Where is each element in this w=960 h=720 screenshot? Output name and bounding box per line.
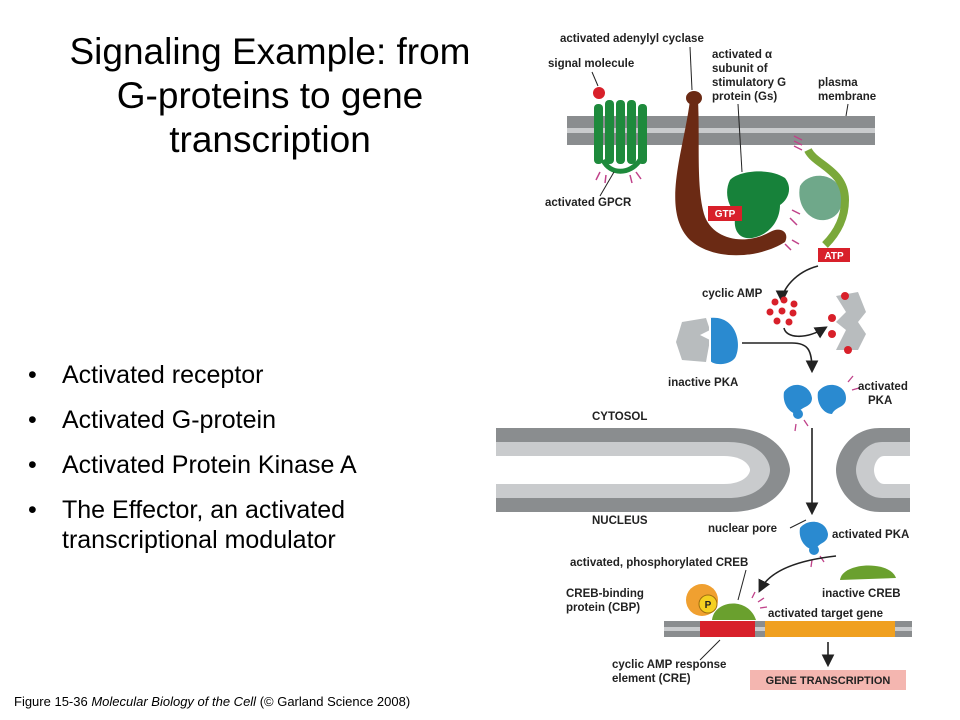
- plasma-membrane-label-1: plasma: [818, 77, 858, 89]
- activated-gpcr-label: activated GPCR: [545, 197, 632, 209]
- title-line: transcription: [169, 119, 371, 160]
- phosphorylated-creb: [712, 603, 756, 620]
- gpcr-activation-marks: [595, 171, 642, 184]
- cre-element: [700, 621, 755, 637]
- atp-tag: [818, 248, 850, 262]
- gtp-tag: [708, 206, 742, 221]
- title-line: G-proteins to gene: [116, 75, 424, 116]
- bullet-dot: •: [28, 451, 37, 479]
- gs-label-1: activated α: [712, 49, 772, 61]
- bullet-text: Activated G-protein: [62, 406, 276, 434]
- pka-regulatory-with-camp: [828, 292, 866, 354]
- gs-label-3: stimulatory G: [712, 77, 786, 89]
- phosphorylated-creb-label: activated, phosphorylated CREB: [570, 557, 748, 569]
- camp-molecules: [766, 296, 798, 326]
- caption-book: Molecular Biology of the Cell: [91, 694, 257, 709]
- cbp-label-1: CREB-binding: [566, 588, 644, 600]
- dna-strand: [664, 621, 912, 637]
- activated-pka-nucleus: [799, 521, 828, 555]
- gs-label-2: subunit of: [712, 63, 768, 75]
- cre-label-1: cyclic AMP response: [612, 659, 726, 671]
- caption-prefix: Figure 15-36: [14, 694, 92, 709]
- adenylyl-cyclase: [675, 100, 787, 256]
- activated-target-gene-label: activated target gene: [768, 608, 883, 620]
- bullet-text: Activated Protein Kinase A: [62, 451, 357, 479]
- beta-gamma-subunit: [799, 175, 843, 221]
- gpcr-receptor: [593, 87, 647, 174]
- figure-caption: Figure 15-36 Molecular Biology of the Ce…: [14, 694, 410, 709]
- bullet-item: • Activated Protein Kinase A: [28, 450, 462, 480]
- caption-suffix: (© Garland Science 2008): [256, 694, 411, 709]
- inactive-pka: [676, 317, 739, 365]
- bullet-dot: •: [28, 361, 37, 389]
- nuclear-pore-label: nuclear pore: [708, 523, 777, 535]
- activated-pka-nucleus-label: activated PKA: [832, 529, 909, 541]
- gene-transcription-label: GENE TRANSCRIPTION: [766, 675, 891, 687]
- cytosol-label: CYTOSOL: [592, 411, 647, 423]
- inactive-pka-label: inactive PKA: [668, 377, 738, 389]
- gs-alpha-subunit: [727, 171, 790, 239]
- bullet-item: • The Effector, an activated transcriptio…: [28, 495, 462, 555]
- title-line: Signaling Example: from: [69, 31, 471, 72]
- activated-pka-label-1: activated: [858, 381, 908, 393]
- signal-molecule: [593, 87, 605, 99]
- adenylyl-cyclase-label: activated adenylyl cyclase: [560, 33, 704, 45]
- activated-pka-label-2: PKA: [868, 395, 892, 407]
- inactive-creb: [840, 565, 896, 580]
- cbp-label-2: protein (CBP): [566, 602, 640, 614]
- nucleus-label: NUCLEUS: [592, 515, 648, 527]
- p-badge-label: P: [705, 600, 712, 611]
- inactive-creb-label: inactive CREB: [822, 588, 901, 600]
- slide-title: Signaling Example: from G-proteins to ge…: [20, 30, 520, 162]
- g-protein-anchor: [804, 147, 850, 248]
- bullet-item: • Activated G-protein: [28, 405, 462, 435]
- activated-pka-cytosol: [783, 384, 846, 419]
- p-badge: [698, 594, 718, 614]
- bullet-text: The Effector, an activated transcription…: [62, 496, 346, 554]
- gtp-label: GTP: [715, 209, 736, 220]
- bullet-dot: •: [28, 406, 37, 434]
- plasma-membrane-label-2: membrane: [818, 91, 876, 103]
- cre-label-2: element (CRE): [612, 673, 691, 685]
- atp-label: ATP: [824, 251, 844, 262]
- gene-transcription-box: [750, 670, 906, 690]
- signal-molecule-label: signal molecule: [548, 58, 634, 70]
- bullet-item: • Activated receptor: [28, 360, 462, 390]
- target-gene: [765, 621, 895, 637]
- bullet-dot: •: [28, 496, 37, 524]
- bullet-text: Activated receptor: [62, 361, 264, 389]
- cyclic-amp-label: cyclic AMP: [702, 288, 763, 300]
- gs-label-4: protein (Gs): [712, 91, 777, 103]
- bullet-list: • Activated receptor • Activated G-protein…: [28, 360, 462, 570]
- nuclear-envelope: [496, 428, 910, 512]
